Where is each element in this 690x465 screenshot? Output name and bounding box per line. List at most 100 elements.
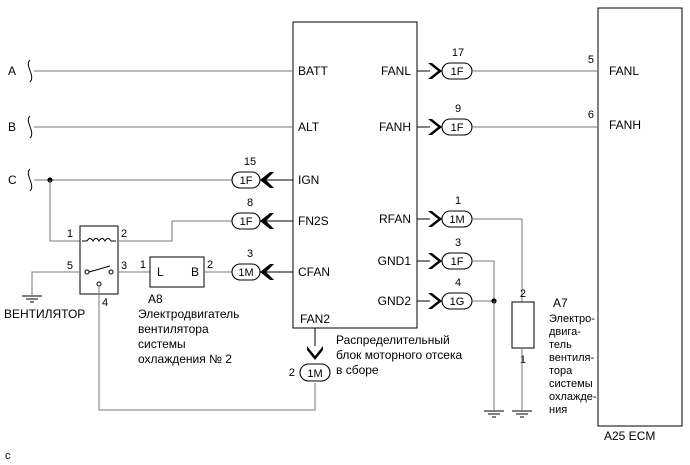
motor-a7-id: A7 — [553, 296, 568, 310]
relay-contact-bottom — [96, 281, 102, 287]
motor-a8-caption-4: охлаждения № 2 — [138, 352, 232, 366]
motor-a7-caption-3: тель — [549, 339, 572, 351]
pin-label-alt: ALT — [298, 120, 320, 134]
connector-gnd2-pin: 4 — [455, 277, 461, 289]
pin-label-fanl: FANL — [381, 64, 411, 78]
break-mark-c — [27, 168, 33, 192]
input-label-b: B — [8, 120, 16, 134]
connector-ign-arrow — [260, 172, 274, 188]
break-mark-b — [27, 115, 33, 139]
motor-a7-caption-4: вентиля- — [549, 352, 594, 364]
motor-a7-caption-6: системы — [549, 378, 593, 390]
ecm-pin-fanh-num: 6 — [588, 109, 594, 121]
connector-fanh-pin: 9 — [455, 103, 461, 115]
connector-cfan: 3 1M — [231, 248, 274, 281]
motor-a8-pin-left: 1 — [140, 259, 146, 271]
motor-a7-pin-bottom: 1 — [520, 354, 526, 366]
connector-fanh-arrow — [428, 119, 442, 135]
connector-gnd1-code: 1F — [451, 256, 464, 268]
connector-fn2s-code: 1F — [240, 216, 253, 228]
break-mark-a — [27, 59, 33, 83]
connector-rfan-pin: 1 — [455, 195, 461, 207]
relay-pin-4: 4 — [102, 297, 108, 309]
motor-a7-caption-1: Электро- — [549, 313, 595, 325]
connector-fanl: 17 1F — [428, 47, 473, 80]
connector-fn2s: 8 1F — [231, 197, 274, 230]
ecm-pin-fanl-num: 5 — [588, 54, 594, 66]
connector-ign-code: 1F — [240, 175, 253, 187]
connector-gnd2-arrow — [428, 293, 442, 309]
relay-label: ВЕНТИЛЯТОР — [4, 307, 85, 321]
relay-coil — [86, 238, 112, 242]
relay-contact-right — [108, 269, 114, 275]
wire-rfan-to-a7 — [472, 218, 523, 302]
motor-a8-term-b: B — [191, 265, 199, 279]
connector-gnd2: 4 1G — [428, 277, 473, 310]
ecm-box — [597, 7, 683, 427]
wire-gnd1 — [472, 260, 495, 301]
block-caption-line-1: Распределительный — [336, 333, 450, 347]
connector-fanl-code: 1F — [451, 66, 464, 78]
motor-a8-pin-right: 2 — [207, 259, 213, 271]
connector-fanh-code: 1F — [451, 122, 464, 134]
wire-relay-ground — [31, 271, 80, 295]
connector-cfan-code: 1M — [238, 267, 253, 279]
pin-label-fan2: FAN2 — [300, 312, 330, 326]
wire-c-to-relay — [49, 180, 82, 242]
block-caption-line-2: блок моторного отсека — [336, 348, 462, 362]
ecm-label: A25 ECM — [604, 429, 655, 443]
connector-fn2s-arrow — [260, 213, 274, 229]
connector-rfan: 1 1M — [428, 195, 473, 228]
motor-a8-caption-2: вентилятора — [138, 322, 209, 336]
ecm-pin-fanh-name: FANH — [609, 118, 641, 132]
motor-a8-term-l: L — [157, 265, 164, 279]
connector-fan2-body — [299, 363, 331, 382]
pin-label-fn2s: FN2S — [298, 214, 329, 228]
connector-gnd2-code: 1G — [450, 296, 465, 308]
motor-a8-caption-1: Электродвигатель — [138, 307, 239, 321]
pin-label-ign: IGN — [298, 173, 319, 187]
relay-pin-3: 3 — [121, 260, 127, 272]
connector-rfan-arrow — [428, 211, 442, 227]
ecm-pin-fanl-name: FANL — [609, 64, 639, 78]
pin-label-gnd1: GND1 — [378, 254, 412, 268]
connector-fanl-arrow — [428, 63, 442, 79]
pin-label-gnd2: GND2 — [378, 294, 412, 308]
motor-a7-caption-2: двига- — [549, 326, 581, 338]
wire-fn2s — [118, 220, 232, 242]
relay-contact-left — [84, 269, 90, 275]
motor-a7-caption-8: ния — [549, 404, 567, 416]
motor-a8-caption-3: системы — [138, 337, 186, 351]
input-label-c: C — [8, 173, 17, 187]
connector-fan2-arrow — [307, 346, 323, 360]
connector-gnd1: 3 1F — [428, 237, 473, 270]
pin-label-batt: BATT — [298, 64, 328, 78]
motor-a7-caption-5: тора — [549, 365, 573, 377]
connector-fn2s-pin: 8 — [247, 197, 253, 209]
relay-pin-2: 2 — [121, 228, 127, 240]
connector-fanh: 9 1F — [428, 103, 473, 136]
block-caption-line-3: в сборе — [336, 363, 379, 377]
motor-a7 — [511, 301, 535, 349]
pin-label-fanh: FANH — [379, 120, 411, 134]
connector-fan2-code: 1M — [307, 368, 322, 380]
connector-fanl-pin: 17 — [452, 47, 464, 59]
motor-a8 — [149, 256, 205, 288]
relay-switch-blade — [88, 265, 111, 273]
connector-cfan-arrow — [260, 264, 274, 280]
connector-rfan-code: 1M — [449, 214, 464, 226]
motor-a7-pin-top: 2 — [520, 288, 526, 300]
motor-a8-id: A8 — [148, 292, 163, 306]
connector-gnd1-pin: 3 — [455, 237, 461, 249]
corner-mark: c — [5, 450, 11, 462]
connector-fan2-pin: 2 — [289, 367, 295, 379]
connector-ign: 15 1F — [231, 156, 274, 189]
input-label-a: A — [8, 64, 16, 78]
wire-relay-to-fan2 — [98, 286, 316, 411]
relay-pin-1: 1 — [67, 228, 73, 240]
pin-label-rfan: RFAN — [379, 212, 411, 226]
relay-pin-5: 5 — [67, 260, 73, 272]
connector-fan2: 2 1M — [289, 346, 331, 382]
connector-ign-pin: 15 — [244, 156, 256, 168]
